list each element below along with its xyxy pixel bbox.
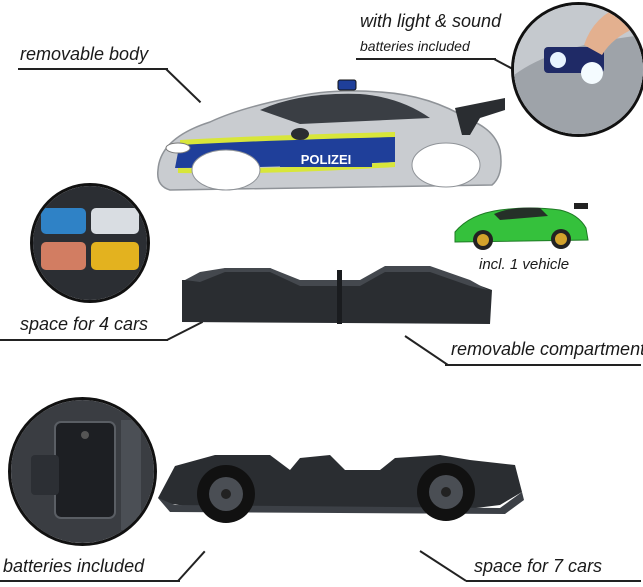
underline-space-4 <box>0 339 168 341</box>
label-batteries: batteries included <box>3 556 145 576</box>
underline-compartment <box>445 364 641 366</box>
inset-four-cars <box>30 183 150 303</box>
label-compartment: removable compartment <box>451 339 643 359</box>
chassis <box>158 455 524 523</box>
inset-battery-compartment <box>8 397 157 546</box>
green-car <box>454 203 589 250</box>
police-text: POLIZEI <box>301 152 352 167</box>
label-light-sound: with light & sound <box>360 11 502 31</box>
police-car-body: POLIZEI <box>157 79 505 191</box>
underline-batteries <box>0 580 180 582</box>
inset-light-button <box>511 2 643 137</box>
label-space-7: space for 7 cars <box>474 556 603 576</box>
underline-space-7 <box>466 580 641 582</box>
underline-light-sound <box>356 58 496 60</box>
underline-removable-body <box>18 68 168 70</box>
compartment <box>182 266 492 324</box>
label-light-batteries: batteries included <box>360 38 470 54</box>
label-incl-vehicle: incl. 1 vehicle <box>479 256 570 273</box>
label-removable-body: removable body <box>20 44 149 64</box>
label-space-4: space for 4 cars <box>20 314 149 334</box>
